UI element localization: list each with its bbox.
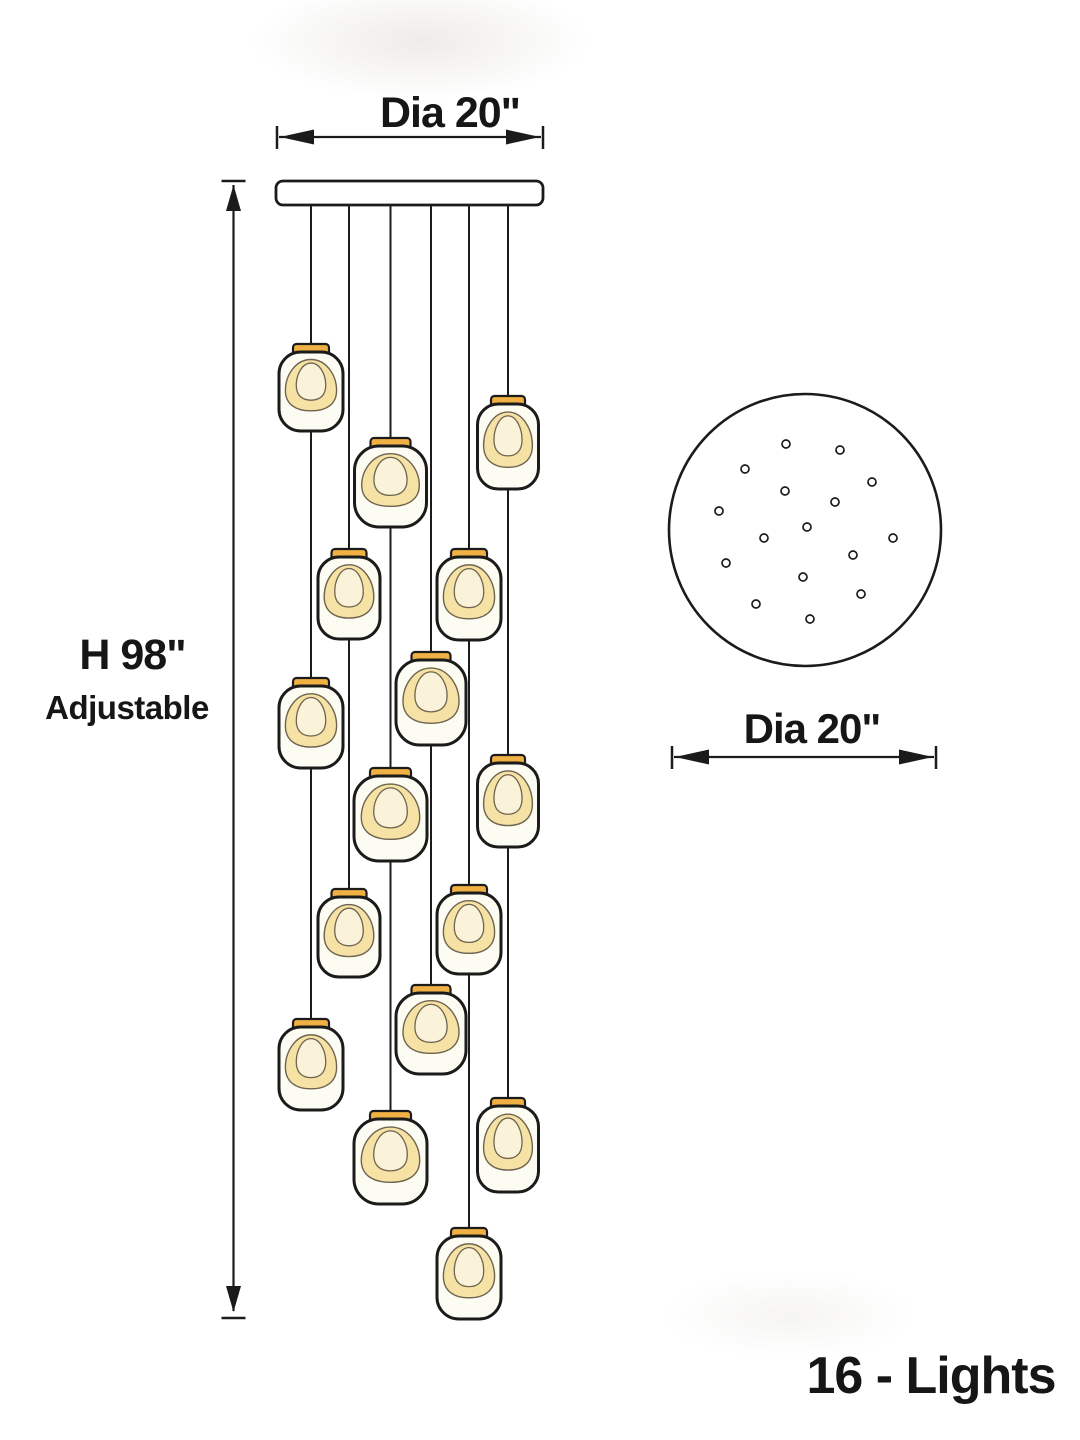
wire-hole [751, 599, 761, 609]
wire-hole [798, 572, 808, 582]
pendant-light [277, 676, 345, 770]
pendant-glow-inner [453, 903, 485, 944]
pendant-glow-inner [453, 567, 485, 609]
arrowhead-up-icon [226, 185, 241, 211]
wire-hole [714, 506, 724, 516]
pendant-glow-inner [373, 1130, 408, 1172]
canopy-bar [274, 179, 545, 207]
top-view-diameter-label: Dia 20" [743, 705, 882, 752]
pendant-glow-inner [295, 1037, 327, 1079]
pendant-glow-inner [414, 671, 448, 713]
pendant-lights [277, 342, 540, 1321]
wire-hole [830, 497, 840, 507]
arrowhead-left-icon [280, 129, 314, 145]
ceiling-canopy [274, 179, 545, 207]
top-view-diameter-dimension [670, 746, 938, 769]
height-adjustable-label: Adjustable [45, 689, 209, 726]
arrowhead-down-icon [226, 1286, 241, 1312]
pendant-glow-inner [414, 1003, 448, 1044]
arrowhead-right-icon [899, 749, 933, 765]
pendant-light [353, 436, 428, 529]
top-diameter-dimension [275, 126, 545, 149]
wire-hole [780, 486, 790, 496]
wire-hole [759, 533, 769, 543]
height-label: H 98" [79, 631, 186, 679]
wire-hole [888, 533, 898, 543]
pendant-light [352, 1109, 429, 1206]
pendant-glow-inner [493, 774, 523, 815]
pendant-light [435, 547, 503, 642]
wire-hole [867, 477, 877, 487]
pendant-glow-inner [493, 415, 523, 457]
pendant-glow-inner [295, 362, 327, 401]
wire-hole [805, 614, 815, 624]
wire-hole [740, 464, 750, 474]
arrowhead-left-icon [675, 749, 709, 765]
pendant-light [435, 1226, 503, 1321]
pendant-light [394, 650, 468, 747]
pendant-light [476, 1096, 540, 1194]
height-dimension [221, 179, 246, 1320]
wire-hole [856, 589, 866, 599]
pendant-glow-inner [295, 696, 327, 737]
light-count-label: 16 - Lights [806, 1347, 1056, 1405]
pendant-glow-inner [334, 567, 364, 608]
pendant-glow-inner [453, 1246, 485, 1288]
pendant-light [476, 394, 540, 491]
pendant-light [476, 753, 540, 849]
wire-hole [802, 522, 812, 532]
pendant-light [277, 342, 345, 433]
wire-hole [781, 439, 791, 449]
wire-hole [848, 550, 858, 560]
pendant-glow-inner [334, 907, 364, 947]
pendant-glow-inner [373, 456, 408, 497]
wire-hole [835, 445, 845, 455]
pendant-light [394, 983, 468, 1076]
suspension-cords [310, 203, 509, 1313]
pendant-glow-inner [373, 787, 408, 829]
pendant-light [316, 547, 382, 641]
pendant-glow-inner [493, 1117, 523, 1160]
wire-hole [721, 558, 731, 568]
canopy-diameter-label: Dia 20" [379, 89, 521, 137]
canopy-top-view [667, 392, 943, 668]
arrowhead-right-icon [506, 129, 540, 145]
pendant-light [352, 766, 429, 863]
pendant-light [435, 883, 503, 976]
pendant-light [277, 1017, 345, 1112]
pendant-light [316, 887, 382, 979]
